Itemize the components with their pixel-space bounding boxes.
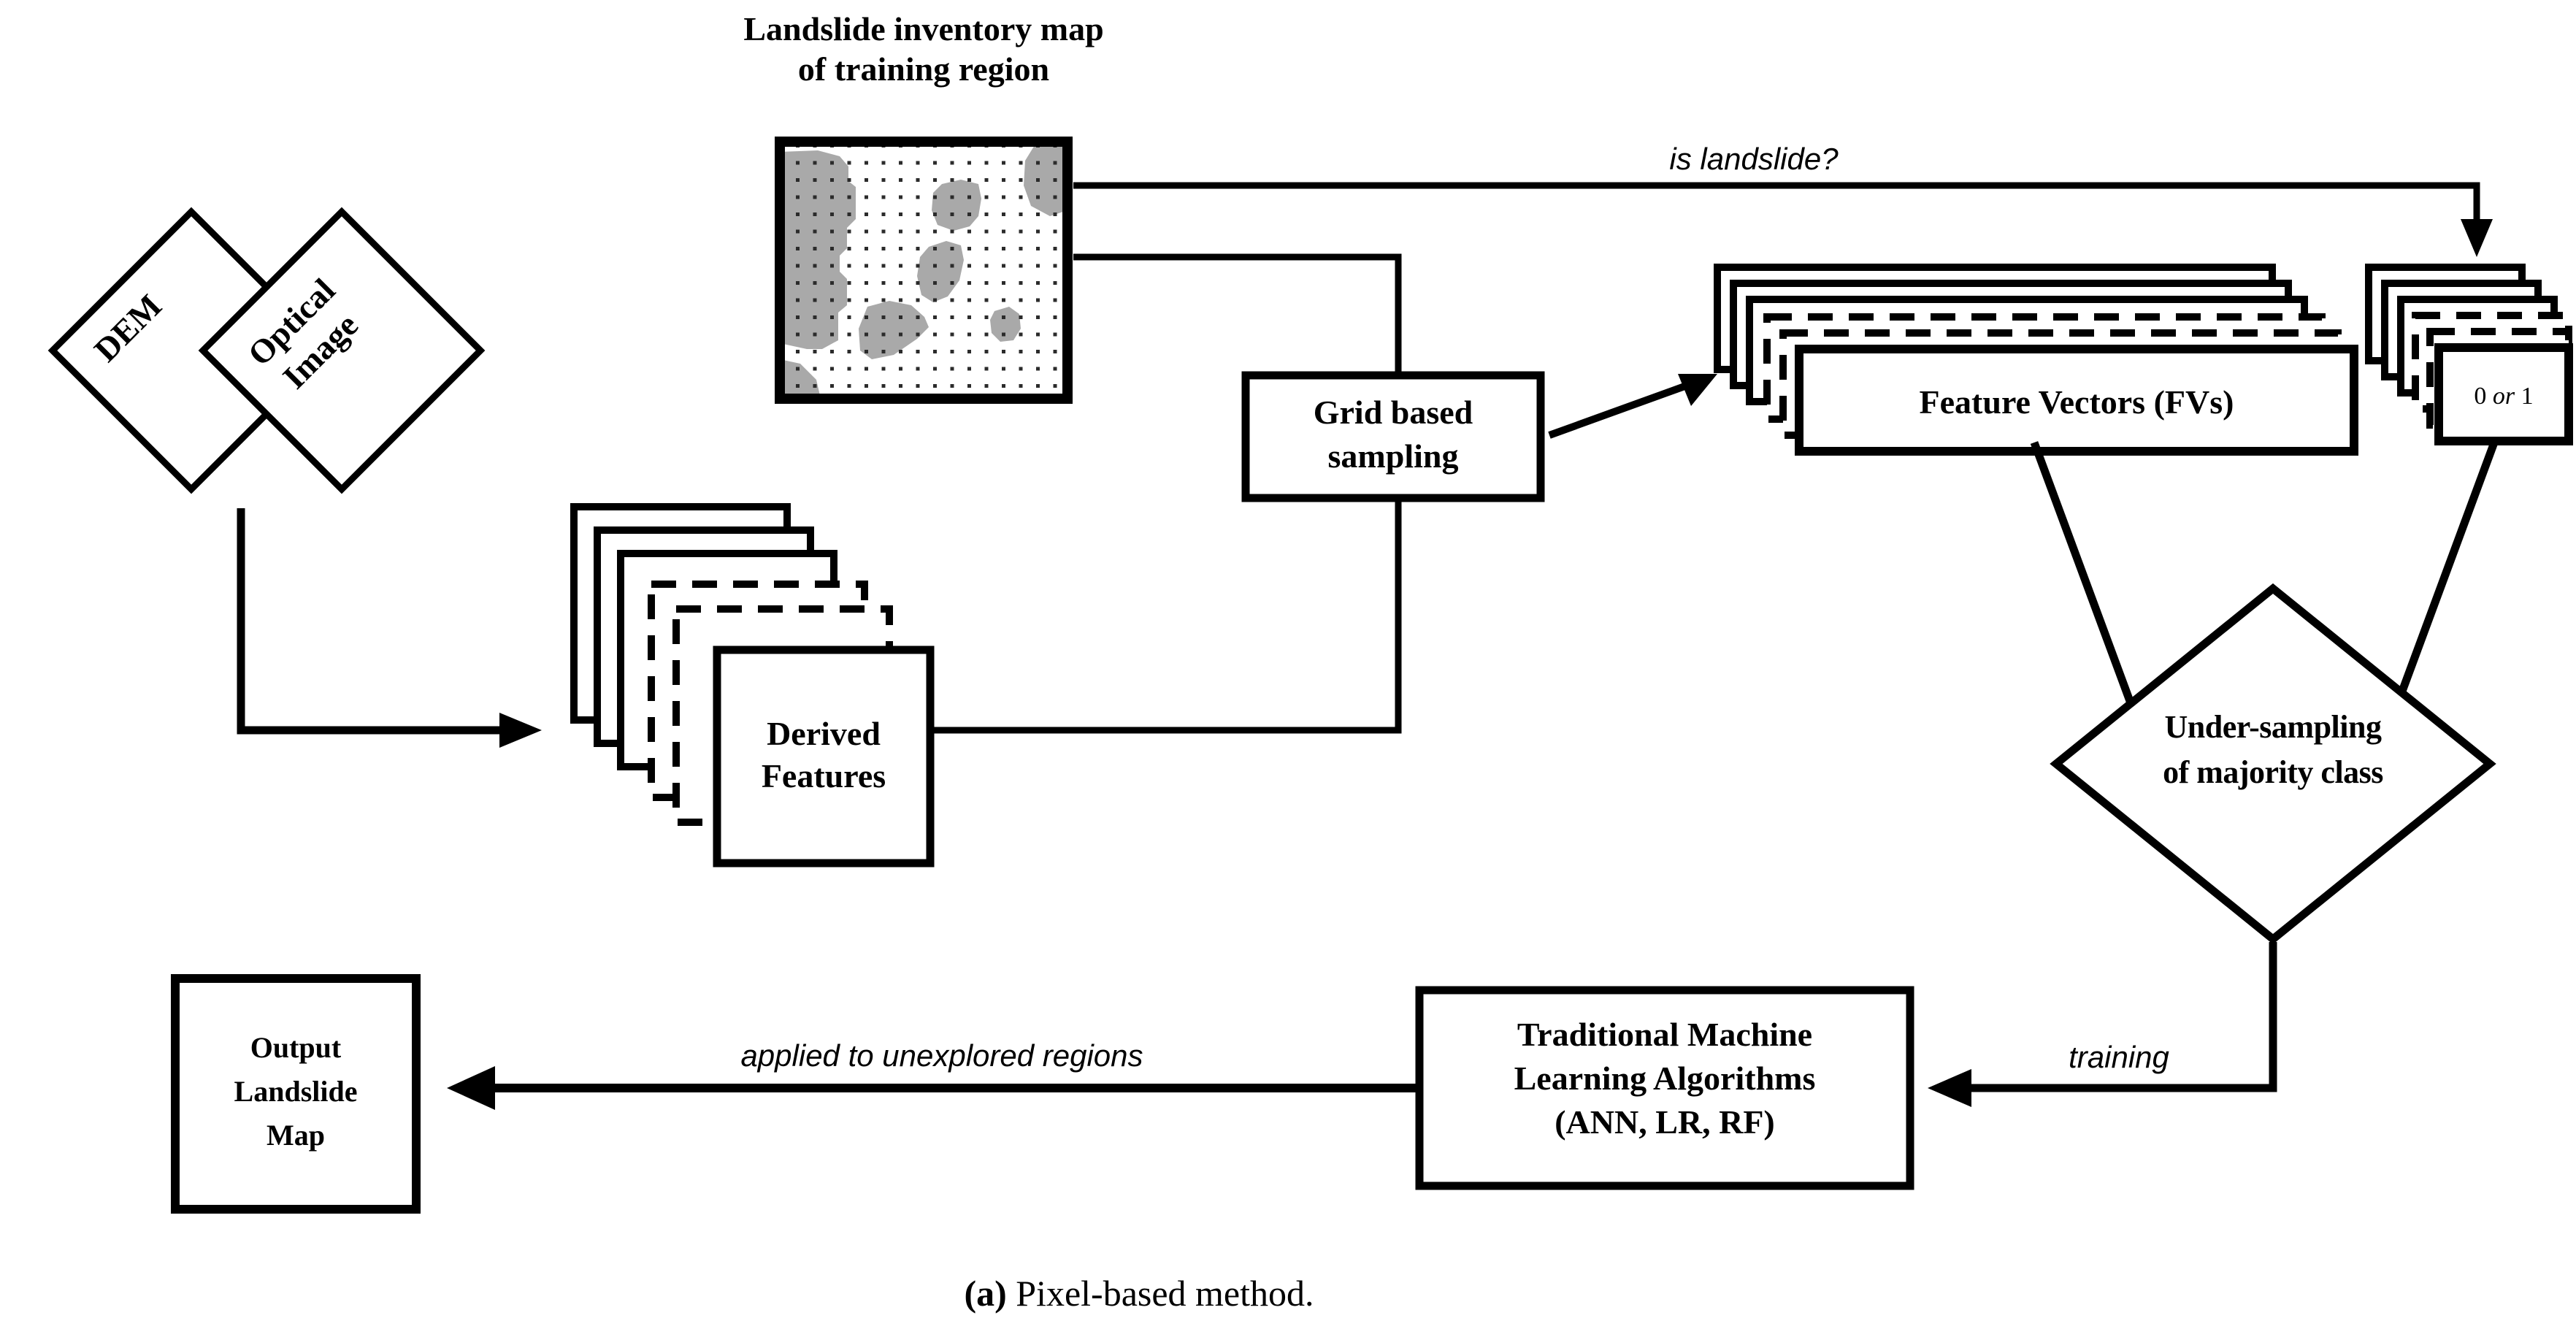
output-landslide-map-label-line3: Map	[267, 1119, 325, 1152]
svg-text:(a) Pixel-based method.: (a) Pixel-based method.	[964, 1273, 1314, 1314]
under-sampling-label-line2: of majority class	[2163, 754, 2383, 790]
input-dem-diamond: DEM	[47, 207, 335, 494]
derived-features-label-line1: Derived	[767, 715, 881, 752]
output-landslide-map-label-line2: Landslide	[234, 1075, 358, 1108]
edge-inputs-to-derived-features	[237, 508, 542, 748]
derived-features-stack: Derived Features	[570, 503, 935, 868]
under-sampling-label-line1: Under-sampling	[2165, 709, 2382, 745]
ml-algorithms-label-line1: Traditional Machine	[1517, 1016, 1812, 1053]
landslide-inventory-map-image	[775, 137, 1073, 404]
labels-value-or: or	[2493, 383, 2515, 410]
edge-map-to-grid-sampling	[1073, 253, 1402, 377]
edge-under-sampling-to-ml: training	[1928, 942, 2277, 1107]
derived-features-label-line2: Features	[762, 757, 886, 794]
map-title: Landslide inventory map of training regi…	[743, 10, 1103, 88]
output-landslide-map-box: Output Landslide Map	[171, 974, 421, 1214]
arrowhead-is-landslide	[2461, 219, 2493, 257]
ml-algorithms-border	[1415, 986, 1914, 1190]
feature-vectors-stack: Feature Vectors (FVs)	[1714, 264, 2358, 456]
feature-vectors-label: Feature Vectors (FVs)	[1920, 383, 2234, 421]
figure-caption: (a) Pixel-based method.	[964, 1273, 1314, 1314]
edge-is-landslide: is landslide?	[1073, 142, 2493, 257]
grid-based-sampling-border	[1241, 371, 1545, 502]
under-sampling-border	[2050, 583, 2496, 945]
edge-grid-sampling-to-feature-vectors	[1548, 374, 1717, 439]
output-landslide-map-label-line1: Output	[250, 1031, 342, 1064]
ml-algorithms-label-line3: (ANN, LR, RF)	[1555, 1103, 1775, 1141]
caption-prefix: (a)	[964, 1273, 1006, 1314]
ml-algorithms-label-line2: Learning Algorithms	[1514, 1060, 1816, 1097]
arrowhead-training	[1928, 1069, 1971, 1107]
edge-derived-features-to-grid-sampling	[930, 497, 1402, 734]
derived-features-front-sheet	[713, 646, 935, 868]
output-landslide-map-border	[171, 974, 421, 1214]
edge-label-is-landslide: is landslide?	[1669, 142, 1839, 176]
feature-vectors-front-sheet	[1795, 345, 2358, 456]
edge-label-applied-to-unexplored: applied to unexplored regions	[740, 1038, 1143, 1073]
map-title-line1: Landslide inventory map	[743, 10, 1103, 47]
input-optical-image-diamond: Optical Image	[198, 207, 486, 494]
labels-value-suffix: 1	[2515, 383, 2534, 410]
under-sampling-diamond: Under-sampling of majority class	[2050, 583, 2496, 945]
ml-algorithms-box: Traditional Machine Learning Algorithms …	[1415, 986, 1914, 1190]
grid-based-sampling-box: Grid based sampling	[1241, 371, 1545, 502]
labels-0-or-1-stack: 0 or 1	[2365, 264, 2573, 445]
labels-0-or-1-label: 0 or 1	[2474, 383, 2533, 410]
grid-based-sampling-label-line1: Grid based	[1314, 394, 1473, 431]
grid-based-sampling-label-line2: sampling	[1328, 437, 1459, 475]
edge-ml-to-output-map: applied to unexplored regions	[447, 1038, 1417, 1110]
arrowhead-to-feature-vectors	[1678, 374, 1717, 406]
labels-front-sheet	[2434, 343, 2573, 445]
arrowhead-applied-to-unexplored	[447, 1066, 495, 1110]
sampling-dot-grid	[780, 142, 1067, 399]
labels-value-prefix: 0	[2474, 383, 2493, 410]
map-border	[775, 137, 1073, 404]
edge-label-training: training	[2069, 1040, 2169, 1074]
caption-text: Pixel-based method.	[1007, 1273, 1314, 1314]
map-title-line2: of training region	[798, 50, 1049, 88]
arrowhead-to-derived-features	[499, 713, 542, 748]
